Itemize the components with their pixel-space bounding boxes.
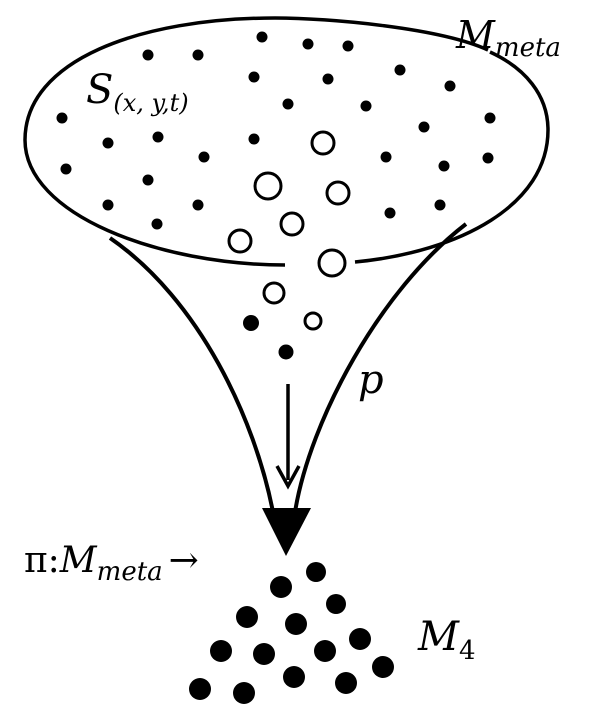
meta-point: [56, 112, 68, 124]
meta-point: [322, 73, 334, 85]
field-symbol: S: [86, 67, 113, 113]
target-manifold-subscript: 4: [459, 636, 476, 666]
hollow-state: [303, 311, 323, 331]
output-point: [189, 678, 211, 700]
funnel-spout: [262, 508, 311, 556]
meta-point: [282, 98, 294, 110]
funnel-point: [243, 315, 259, 331]
output-point: [335, 672, 357, 694]
funnel-point: [278, 344, 294, 360]
meta-point: [302, 38, 314, 50]
funnel-right-side: [293, 222, 468, 513]
funnel-left-side: [108, 236, 275, 513]
meta-point: [418, 121, 430, 133]
hollow-state: [310, 130, 336, 156]
meta-point: [256, 31, 268, 43]
map-arrow-head: [275, 465, 301, 490]
output-point: [314, 640, 336, 662]
map-label: p: [358, 357, 384, 403]
meta-point: [60, 163, 72, 175]
projection-prefix: π:: [24, 540, 60, 581]
field-subscript: (x, y,t): [113, 89, 188, 117]
hollow-states: [227, 130, 351, 331]
output-point: [236, 606, 258, 628]
output-point: [270, 576, 292, 598]
meta-point: [151, 218, 163, 230]
hollow-state: [325, 180, 351, 206]
hollow-state: [227, 228, 253, 254]
target-manifold-symbol: M: [417, 614, 460, 660]
meta-point: [380, 151, 392, 163]
projection-symbol: M: [59, 540, 98, 581]
meta-manifold-symbol: M: [455, 13, 496, 57]
output-point: [349, 628, 371, 650]
meta-points: [56, 31, 496, 230]
meta-point: [394, 64, 406, 76]
field-label: S(x, y,t): [86, 67, 189, 117]
meta-point: [384, 207, 396, 219]
meta-point: [360, 100, 372, 112]
output-points: [189, 562, 394, 704]
output-point: [210, 640, 232, 662]
hollow-state: [317, 248, 347, 278]
hollow-state: [253, 171, 283, 201]
output-point: [253, 643, 275, 665]
meta-point: [142, 49, 154, 61]
meta-point: [482, 152, 494, 164]
meta-point: [192, 49, 204, 61]
output-point: [285, 613, 307, 635]
meta-point: [342, 40, 354, 52]
meta-point: [142, 174, 154, 186]
meta-point: [484, 112, 496, 124]
meta-point: [102, 137, 114, 149]
meta-point: [444, 80, 456, 92]
output-point: [372, 656, 394, 678]
hollow-state: [262, 281, 286, 305]
output-point: [283, 666, 305, 688]
meta-point: [434, 199, 446, 211]
meta-point: [438, 160, 450, 172]
meta-point: [102, 199, 114, 211]
hollow-state: [279, 211, 305, 237]
output-point: [306, 562, 326, 582]
meta-manifold-label: Mmeta: [455, 13, 561, 63]
projection-arrow: →: [169, 540, 199, 581]
meta-manifold-subscript: meta: [495, 33, 561, 63]
target-manifold-label: M4: [417, 614, 476, 666]
meta-point: [198, 151, 210, 163]
output-point: [233, 682, 255, 704]
meta-point: [192, 199, 204, 211]
projection-label: π:Mmeta→: [24, 540, 199, 587]
projection-subscript: meta: [97, 557, 163, 587]
meta-point: [248, 133, 260, 145]
meta-manifold-ellipse: [23, 16, 550, 267]
meta-point: [248, 71, 260, 83]
meta-point: [152, 131, 164, 143]
output-point: [326, 594, 346, 614]
